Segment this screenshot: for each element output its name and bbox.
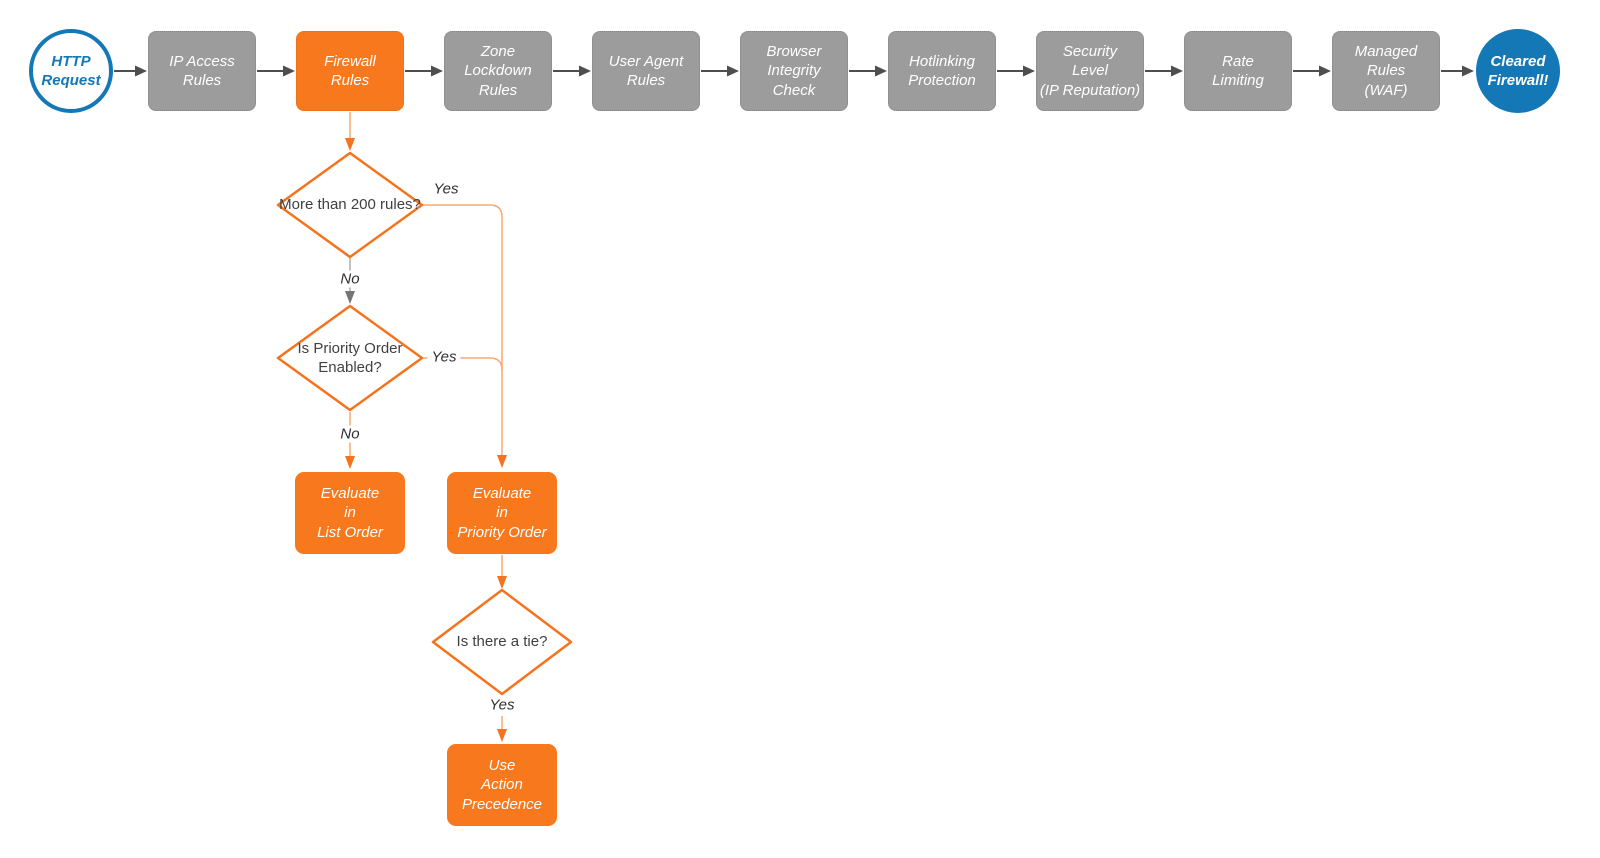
decision-priority-order-enabled: Is Priority Order Enabled?	[278, 306, 422, 410]
label-line: List Order	[317, 523, 383, 541]
label-line: Rules	[1366, 62, 1406, 80]
node-label: Rate Limiting	[1212, 52, 1264, 90]
node-security-level: Security Level (IP Reputation)	[1036, 31, 1144, 111]
label-line: Enabled?	[318, 359, 382, 376]
node-browser-integrity-check: Browser Integrity Check	[740, 31, 848, 111]
label-line: Cleared	[1490, 52, 1546, 70]
label-line: Precedence	[461, 795, 543, 813]
label-line: Rules	[626, 72, 666, 89]
node-use-action-precedence: Use Action Precedence	[447, 744, 557, 826]
edge-label-d2-no: No	[336, 425, 364, 443]
node-label: Zone Lockdown Rules	[464, 42, 532, 99]
node-http-request: HTTP Request	[29, 29, 113, 113]
label-line: 200 rules?	[350, 196, 421, 214]
node-label: More than 200 rules?	[279, 195, 421, 214]
edge-label-d1-no: No	[336, 270, 364, 288]
label-line: Security	[1062, 43, 1118, 61]
label-line: Firewall!	[1487, 72, 1549, 89]
label-line: Rate	[1222, 52, 1254, 70]
node-label: Firewall Rules	[324, 52, 376, 90]
label-line: Use	[488, 757, 516, 775]
label-line: Check	[772, 81, 816, 99]
label-line: Evaluate	[472, 485, 532, 503]
node-firewall-rules: Firewall Rules	[296, 31, 404, 111]
node-cleared-firewall: Cleared Firewall!	[1476, 29, 1560, 113]
label-line: in	[496, 504, 508, 522]
label-line: Managed	[1354, 43, 1418, 61]
label-line: User Agent	[608, 52, 684, 70]
node-label: Use Action Precedence	[462, 756, 542, 813]
decision-is-there-a-tie: Is there a tie?	[433, 590, 571, 694]
node-zone-lockdown-rules: Zone Lockdown Rules	[444, 31, 552, 111]
node-label: Is there a tie?	[457, 632, 548, 651]
edge-d3-yes	[497, 716, 507, 742]
node-label: Hotlinking Protection	[908, 52, 976, 90]
node-label: Evaluate in Priority Order	[457, 484, 546, 541]
node-evaluate-in-priority-order: Evaluate in Priority Order	[447, 472, 557, 554]
node-rate-limiting: Rate Limiting	[1184, 31, 1292, 111]
label-line: Level	[1072, 62, 1108, 80]
label-line: Zone	[480, 43, 516, 61]
label-line: (WAF)	[1364, 81, 1408, 99]
label-line: Rules	[478, 81, 518, 99]
edge-firewall-to-d1	[345, 112, 355, 151]
node-label: Cleared Firewall!	[1488, 52, 1549, 91]
label-line: in	[344, 504, 356, 522]
node-label: Is Priority Order Enabled?	[278, 339, 422, 377]
label-line: Limiting	[1212, 72, 1264, 89]
label-line: Is	[297, 339, 310, 357]
label-line: Browser	[766, 43, 822, 61]
node-label: Security Level (IP Reputation)	[1040, 42, 1140, 99]
label-line: Rules	[182, 72, 222, 89]
node-label: HTTP Request	[41, 52, 100, 91]
node-label: Managed Rules (WAF)	[1355, 42, 1418, 99]
node-evaluate-in-list-order: Evaluate in List Order	[295, 472, 405, 554]
edge-d1-yes	[423, 204, 507, 468]
label-line: Lockdown	[464, 62, 532, 80]
label-line: HTTP	[51, 52, 91, 70]
label-line: IP Access	[169, 52, 235, 70]
label-line: Integrity	[767, 62, 821, 80]
label-line: (IP Reputation)	[1039, 81, 1141, 99]
node-hotlinking-protection: Hotlinking Protection	[888, 31, 996, 111]
label-line: More than	[279, 196, 347, 214]
edge-label-d3-yes: Yes	[485, 696, 519, 714]
label-line: Rules	[330, 72, 370, 89]
node-managed-rules-waf: Managed Rules (WAF)	[1332, 31, 1440, 111]
label-line: Is there a tie?	[456, 633, 548, 651]
label-line: Firewall	[324, 52, 376, 70]
edge-priority-to-d3	[497, 555, 507, 589]
node-label: User Agent Rules	[609, 52, 683, 90]
label-line: Hotlinking	[909, 52, 975, 70]
label-line: Priority Order	[457, 523, 547, 541]
label-line: Priority Order	[313, 339, 403, 357]
label-line: Evaluate	[320, 485, 380, 503]
edge-label-d2-yes: Yes	[427, 348, 461, 366]
node-label: Evaluate in List Order	[317, 484, 383, 541]
node-label: Browser Integrity Check	[766, 42, 821, 99]
node-label: IP Access Rules	[169, 52, 235, 90]
label-line: Action	[481, 776, 523, 794]
decision-more-than-200-rules: More than 200 rules?	[278, 153, 422, 257]
label-line: Protection	[908, 72, 976, 89]
label-line: Request	[41, 72, 101, 89]
edge-label-d1-yes: Yes	[433, 180, 459, 198]
node-user-agent-rules: User Agent Rules	[592, 31, 700, 111]
node-ip-access-rules: IP Access Rules	[148, 31, 256, 111]
